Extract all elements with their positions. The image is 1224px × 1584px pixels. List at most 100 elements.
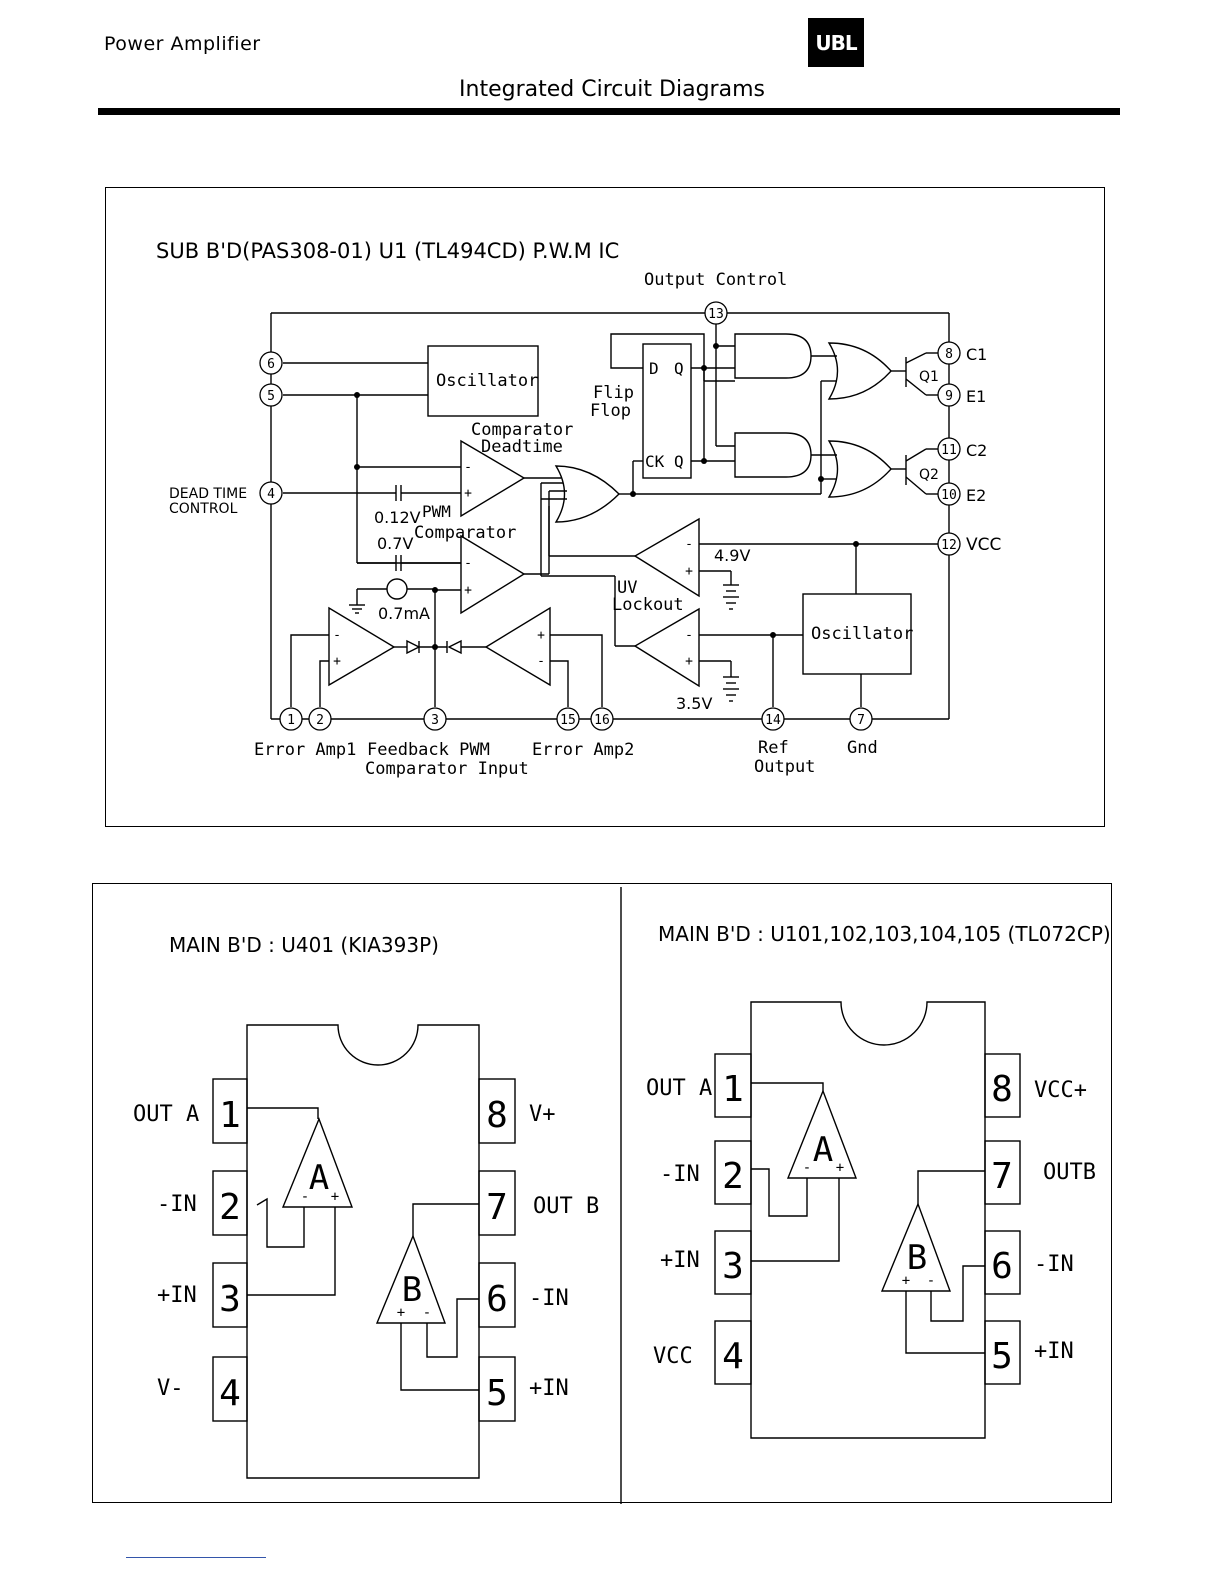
tl-pin-2: 2 — [722, 1156, 744, 1197]
plus-sign: + — [685, 564, 693, 579]
and-gate-1 — [734, 333, 812, 379]
header-rule — [98, 108, 1120, 115]
minus-sign: - — [301, 1189, 309, 1205]
minus-sign: - — [333, 628, 341, 643]
pin-15: 15 — [560, 713, 576, 728]
pin-5: 5 — [267, 389, 275, 404]
output-control-label: Output Control — [644, 270, 787, 290]
ff-q2-label: Q — [674, 452, 684, 471]
pin-8: 8 — [945, 347, 953, 362]
pin-16: 16 — [594, 713, 610, 728]
i07-label: 0.7mA — [378, 604, 430, 623]
pin-10: 10 — [941, 488, 957, 503]
pwm-title: SUB B'D(PAS308-01) U1 (TL494CD) P.W.M IC — [156, 239, 619, 263]
v49-label: 4.9V — [714, 546, 750, 565]
minus-sign: - — [464, 556, 472, 571]
minus-sign: - — [803, 1160, 811, 1176]
pin-3: 3 — [431, 713, 439, 728]
uv-label: UV — [617, 578, 637, 598]
tl-right-label-6: -IN — [1034, 1252, 1074, 1277]
tl-left-label-4: VCC — [653, 1344, 693, 1369]
plus-sign: + — [464, 583, 472, 598]
plus-sign: + — [464, 486, 472, 501]
or-gate-q2 — [827, 440, 892, 498]
plus-sign: + — [333, 654, 341, 669]
kia-right-label-7: OUT B — [533, 1194, 599, 1219]
oscillator-block-1 — [427, 345, 539, 417]
tl-pin-8: 8 — [991, 1069, 1013, 1110]
ref-comparator — [633, 517, 700, 598]
kia-pin-5: 5 — [486, 1373, 508, 1414]
dead-time-label: DEAD TIME — [169, 486, 247, 502]
kia-left-label-2: -IN — [157, 1192, 197, 1217]
control-label: CONTROL — [169, 501, 238, 517]
opamp-ic-diagrams: MAIN B'D : U401 (KIA393P) 1 2 3 4 8 7 6 … — [133, 887, 1111, 1504]
pwm-ic-diagram: 13 6 5 4 8 9 11 10 12 1 2 3 15 16 14 7 S… — [156, 239, 1001, 779]
plus-sign: + — [397, 1305, 405, 1321]
minus-sign: - — [685, 537, 693, 552]
pwm-comparator-label: Comparator — [414, 523, 516, 543]
kia-right-label-6: -IN — [529, 1286, 569, 1311]
pin-7: 7 — [857, 713, 865, 728]
kia-title: MAIN B'D : U401 (KIA393P) — [169, 933, 439, 957]
ff-q-label: Q — [674, 359, 684, 378]
brand-logo: UBL — [808, 18, 864, 67]
minus-sign: - — [537, 654, 545, 669]
opamp-ic-panel: MAIN B'D : U401 (KIA393P) 1 2 3 4 8 7 6 … — [92, 883, 1112, 1504]
pin-6: 6 — [267, 357, 275, 372]
tl-left-label-2: -IN — [660, 1162, 700, 1187]
pin-12: 12 — [941, 538, 957, 553]
oscillator-block-2 — [802, 593, 912, 675]
tl-right-label-5: +IN — [1034, 1339, 1074, 1364]
kia-right-label-5: +IN — [529, 1376, 569, 1401]
deadtime-label: Deadtime — [481, 437, 563, 457]
plus-sign: + — [685, 654, 693, 669]
plus-sign: + — [537, 628, 545, 643]
ff-d-label: D — [649, 359, 659, 378]
kia-pin-3: 3 — [219, 1279, 241, 1320]
or-gate — [554, 465, 620, 523]
kia-pin-2: 2 — [219, 1187, 241, 1228]
v07-label: 0.7V — [377, 534, 413, 553]
error-amp1-label: Error Amp1 — [254, 740, 356, 760]
minus-sign: - — [423, 1305, 431, 1321]
tl-left-label-1: OUT A — [646, 1076, 712, 1101]
oscillator-2-label: Oscillator — [811, 624, 913, 644]
comparator-label: Comparator — [471, 420, 573, 440]
vcc-label: VCC — [966, 535, 1001, 555]
plus-sign: + — [836, 1160, 844, 1176]
plus-sign: + — [331, 1189, 339, 1205]
tl-pin-3: 3 — [722, 1246, 744, 1287]
lockout-label: Lockout — [612, 595, 684, 615]
deadtime-comparator — [460, 439, 526, 518]
ref-label: Ref — [758, 738, 789, 758]
tl-pin-6: 6 — [991, 1246, 1013, 1287]
ff-ck-label: CK — [645, 452, 665, 471]
oscillator-1-label: Oscillator — [436, 371, 538, 391]
kia-pin-4: 4 — [219, 1373, 241, 1414]
minus-sign: - — [927, 1273, 935, 1289]
kia-pin-1: 1 — [219, 1095, 241, 1136]
kia-right-label-8: V+ — [529, 1102, 556, 1127]
tl-right-label-7: OUTB — [1043, 1160, 1096, 1185]
pin-2: 2 — [316, 713, 324, 728]
kia393p-package — [212, 1024, 516, 1479]
pin-9: 9 — [945, 389, 953, 404]
plus-sign: + — [902, 1273, 910, 1289]
flop-label: Flop — [590, 401, 631, 421]
minus-sign: - — [685, 628, 693, 643]
ref-output-label: Output — [754, 757, 815, 777]
pin-11: 11 — [941, 443, 957, 458]
pin-14: 14 — [765, 713, 781, 728]
comparator-input-label: Comparator Input — [365, 759, 529, 779]
pwm-label: PWM — [422, 502, 451, 521]
tl-left-label-3: +IN — [660, 1248, 700, 1273]
pwm-ic-panel: 13 6 5 4 8 9 11 10 12 1 2 3 15 16 14 7 S… — [105, 187, 1105, 827]
or-gate-q1 — [827, 342, 892, 400]
v012-label: 0.12V — [374, 508, 421, 527]
tl-pin-5: 5 — [991, 1336, 1013, 1377]
e1-label: E1 — [966, 387, 986, 406]
gnd-label: Gnd — [847, 738, 878, 758]
uv-lockout-comparator — [633, 607, 700, 688]
kia-pin-8: 8 — [486, 1095, 508, 1136]
